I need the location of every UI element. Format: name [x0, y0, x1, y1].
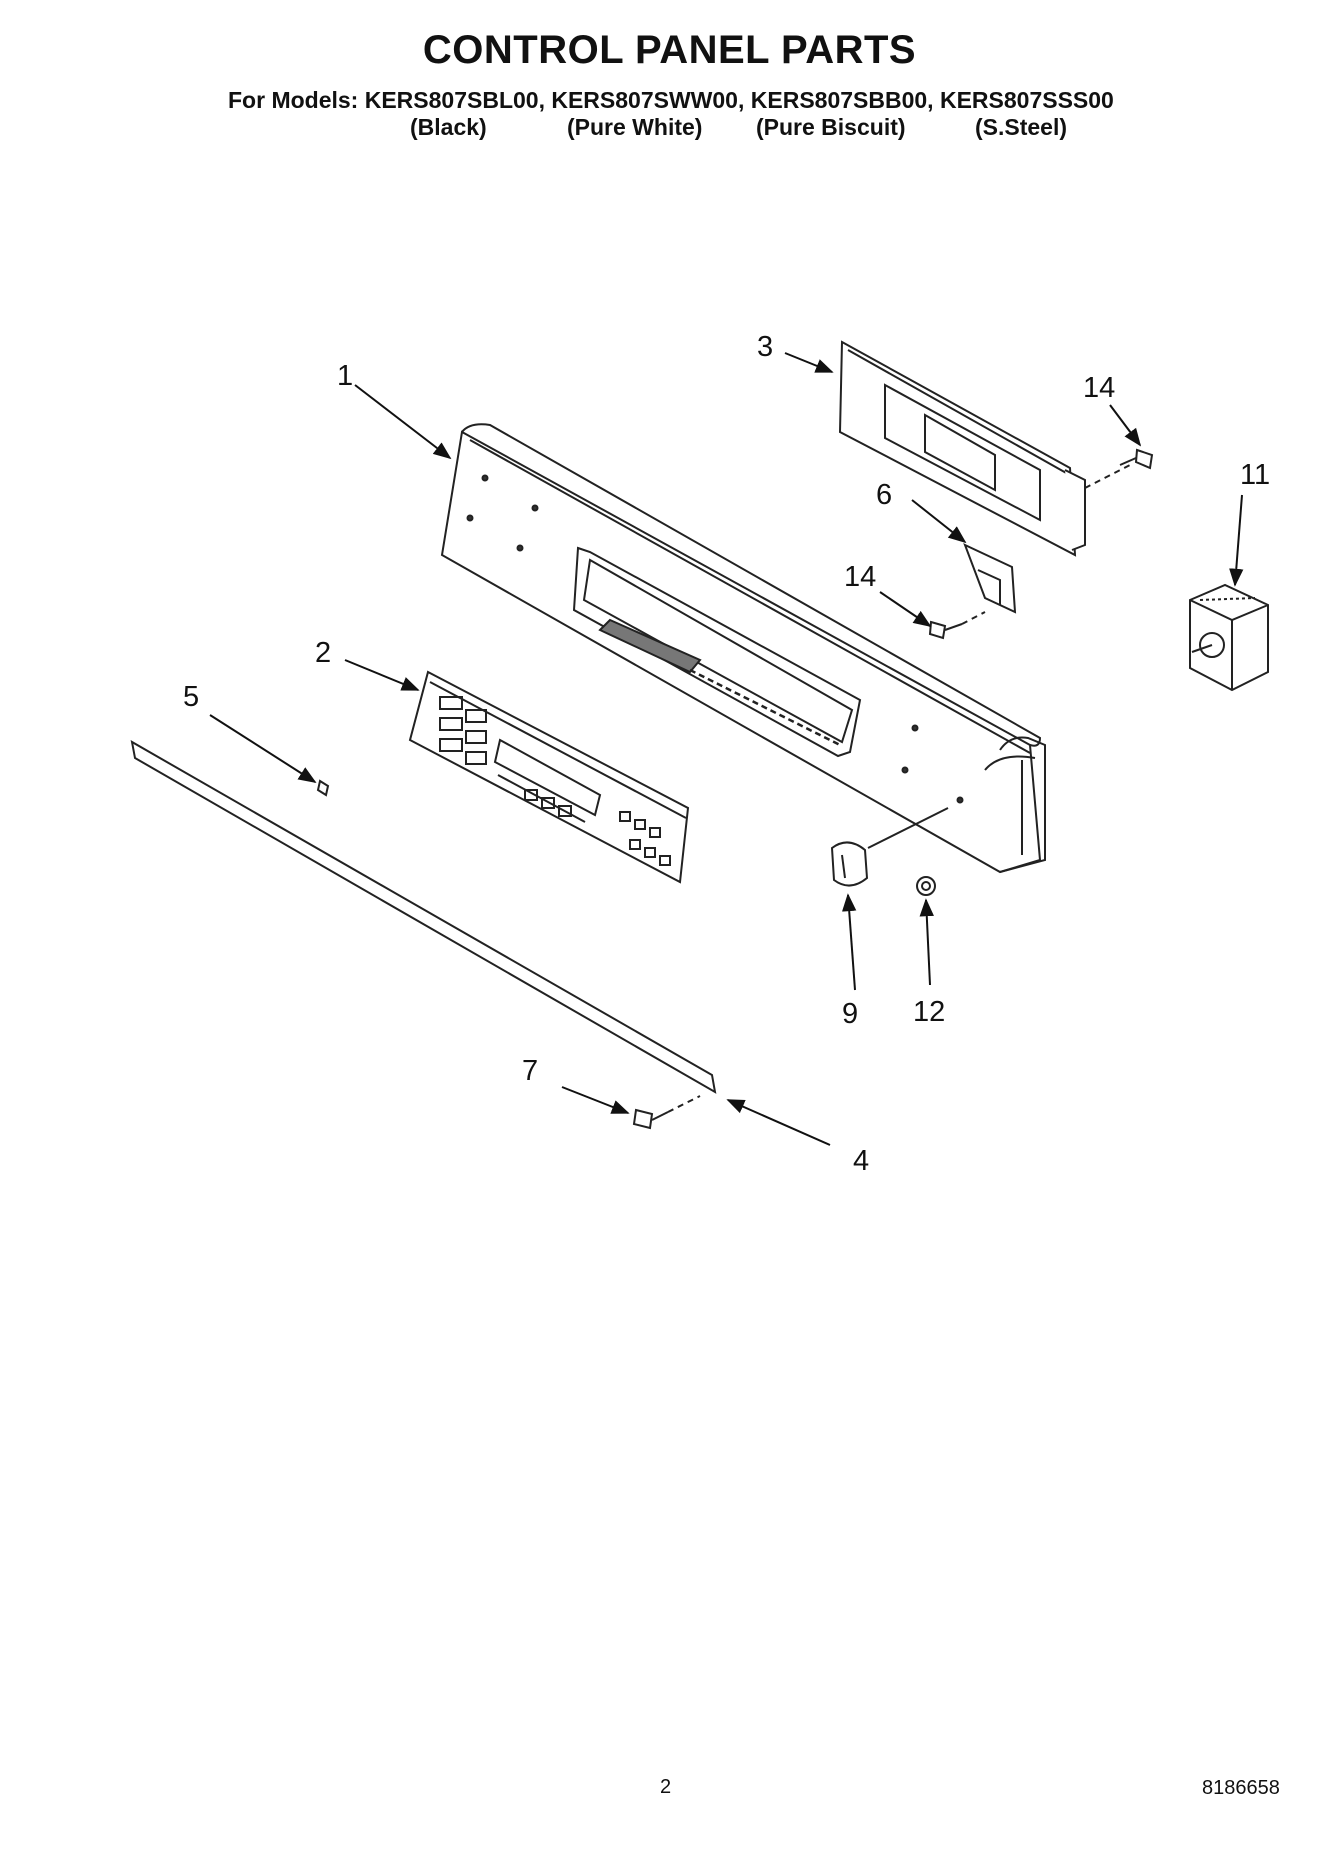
trim-strip-part [130, 740, 717, 1094]
callout-1: 1 [337, 360, 354, 392]
callout-4: 4 [853, 1145, 870, 1177]
color-label-black: (Black) [410, 114, 487, 140]
bumper-part [916, 876, 936, 896]
document-number: 8186658 [1202, 1777, 1280, 1799]
callout-6: 6 [876, 479, 893, 511]
bracket-part [963, 543, 1017, 614]
callout-9: 9 [842, 998, 859, 1030]
knob-part [830, 807, 949, 887]
callout-2: 2 [315, 637, 332, 669]
callout-11: 11 [1240, 459, 1271, 491]
callout-14-upper: 14 [1083, 372, 1116, 404]
color-label-stainless-steel: (S.Steel) [975, 114, 1068, 140]
control-panel-part [440, 423, 1046, 874]
callout-12: 12 [913, 996, 946, 1028]
page-title: CONTROL PANEL PARTS [422, 28, 917, 72]
assembly-lines [667, 464, 1131, 1113]
display-housing-part [838, 340, 1086, 557]
callout-5: 5 [183, 681, 200, 713]
overlay-part [408, 670, 690, 884]
callout-7: 7 [522, 1055, 539, 1087]
models-list: For Models: KERS807SBL00, KERS807SWW00, … [228, 87, 1114, 113]
page-number: 2 [660, 1776, 672, 1798]
color-label-pure-white: (Pure White) [567, 114, 703, 140]
callout-3: 3 [757, 331, 774, 363]
screw-parts [316, 448, 1154, 1130]
switch-part [1189, 583, 1269, 692]
color-label-pure-biscuit: (Pure Biscuit) [756, 114, 906, 140]
callout-14-lower: 14 [844, 561, 877, 593]
leader-arrows [209, 352, 1244, 1146]
